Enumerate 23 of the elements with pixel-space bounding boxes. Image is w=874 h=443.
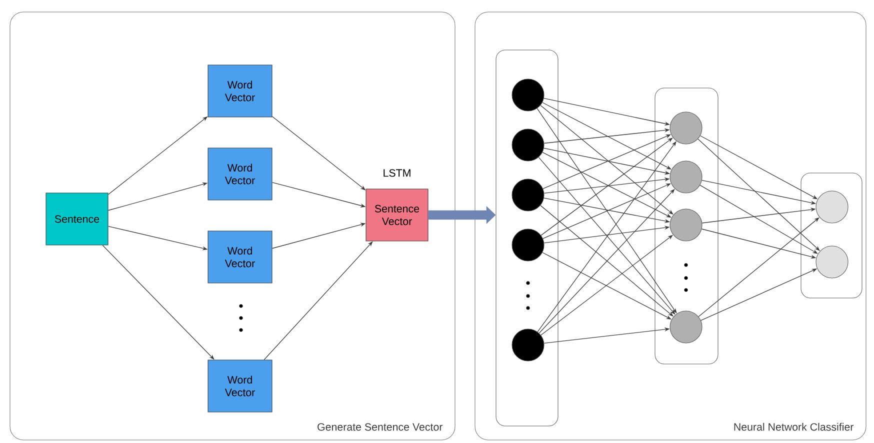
vector-box: Word Vector [208, 360, 272, 412]
neuron-circle [816, 190, 848, 224]
neuron-circle [512, 78, 544, 112]
neuron-circle [670, 310, 702, 344]
neuron-circle [670, 112, 702, 144]
vector-box: Sentence [46, 192, 108, 246]
layer-box [496, 50, 558, 426]
layer-label: LSTM [384, 169, 410, 177]
layer-box [800, 172, 862, 298]
panel-title: Neural Network Classifier [734, 422, 854, 431]
vector-box: Sentence Vector [366, 188, 428, 242]
neuron-circle [512, 178, 544, 212]
vector-box: Word Vector [208, 64, 272, 118]
vector-box: Word Vector [208, 230, 272, 284]
neuron-circle [512, 228, 544, 262]
neuron-circle [670, 160, 702, 194]
layer-box [654, 88, 718, 364]
panel-title: Generate Sentence Vector [318, 423, 443, 431]
vector-box: Word Vector [208, 148, 272, 200]
neuron-circle [670, 208, 702, 242]
neuron-circle [816, 246, 848, 278]
neuron-circle [512, 328, 544, 362]
neuron-circle [512, 128, 544, 162]
